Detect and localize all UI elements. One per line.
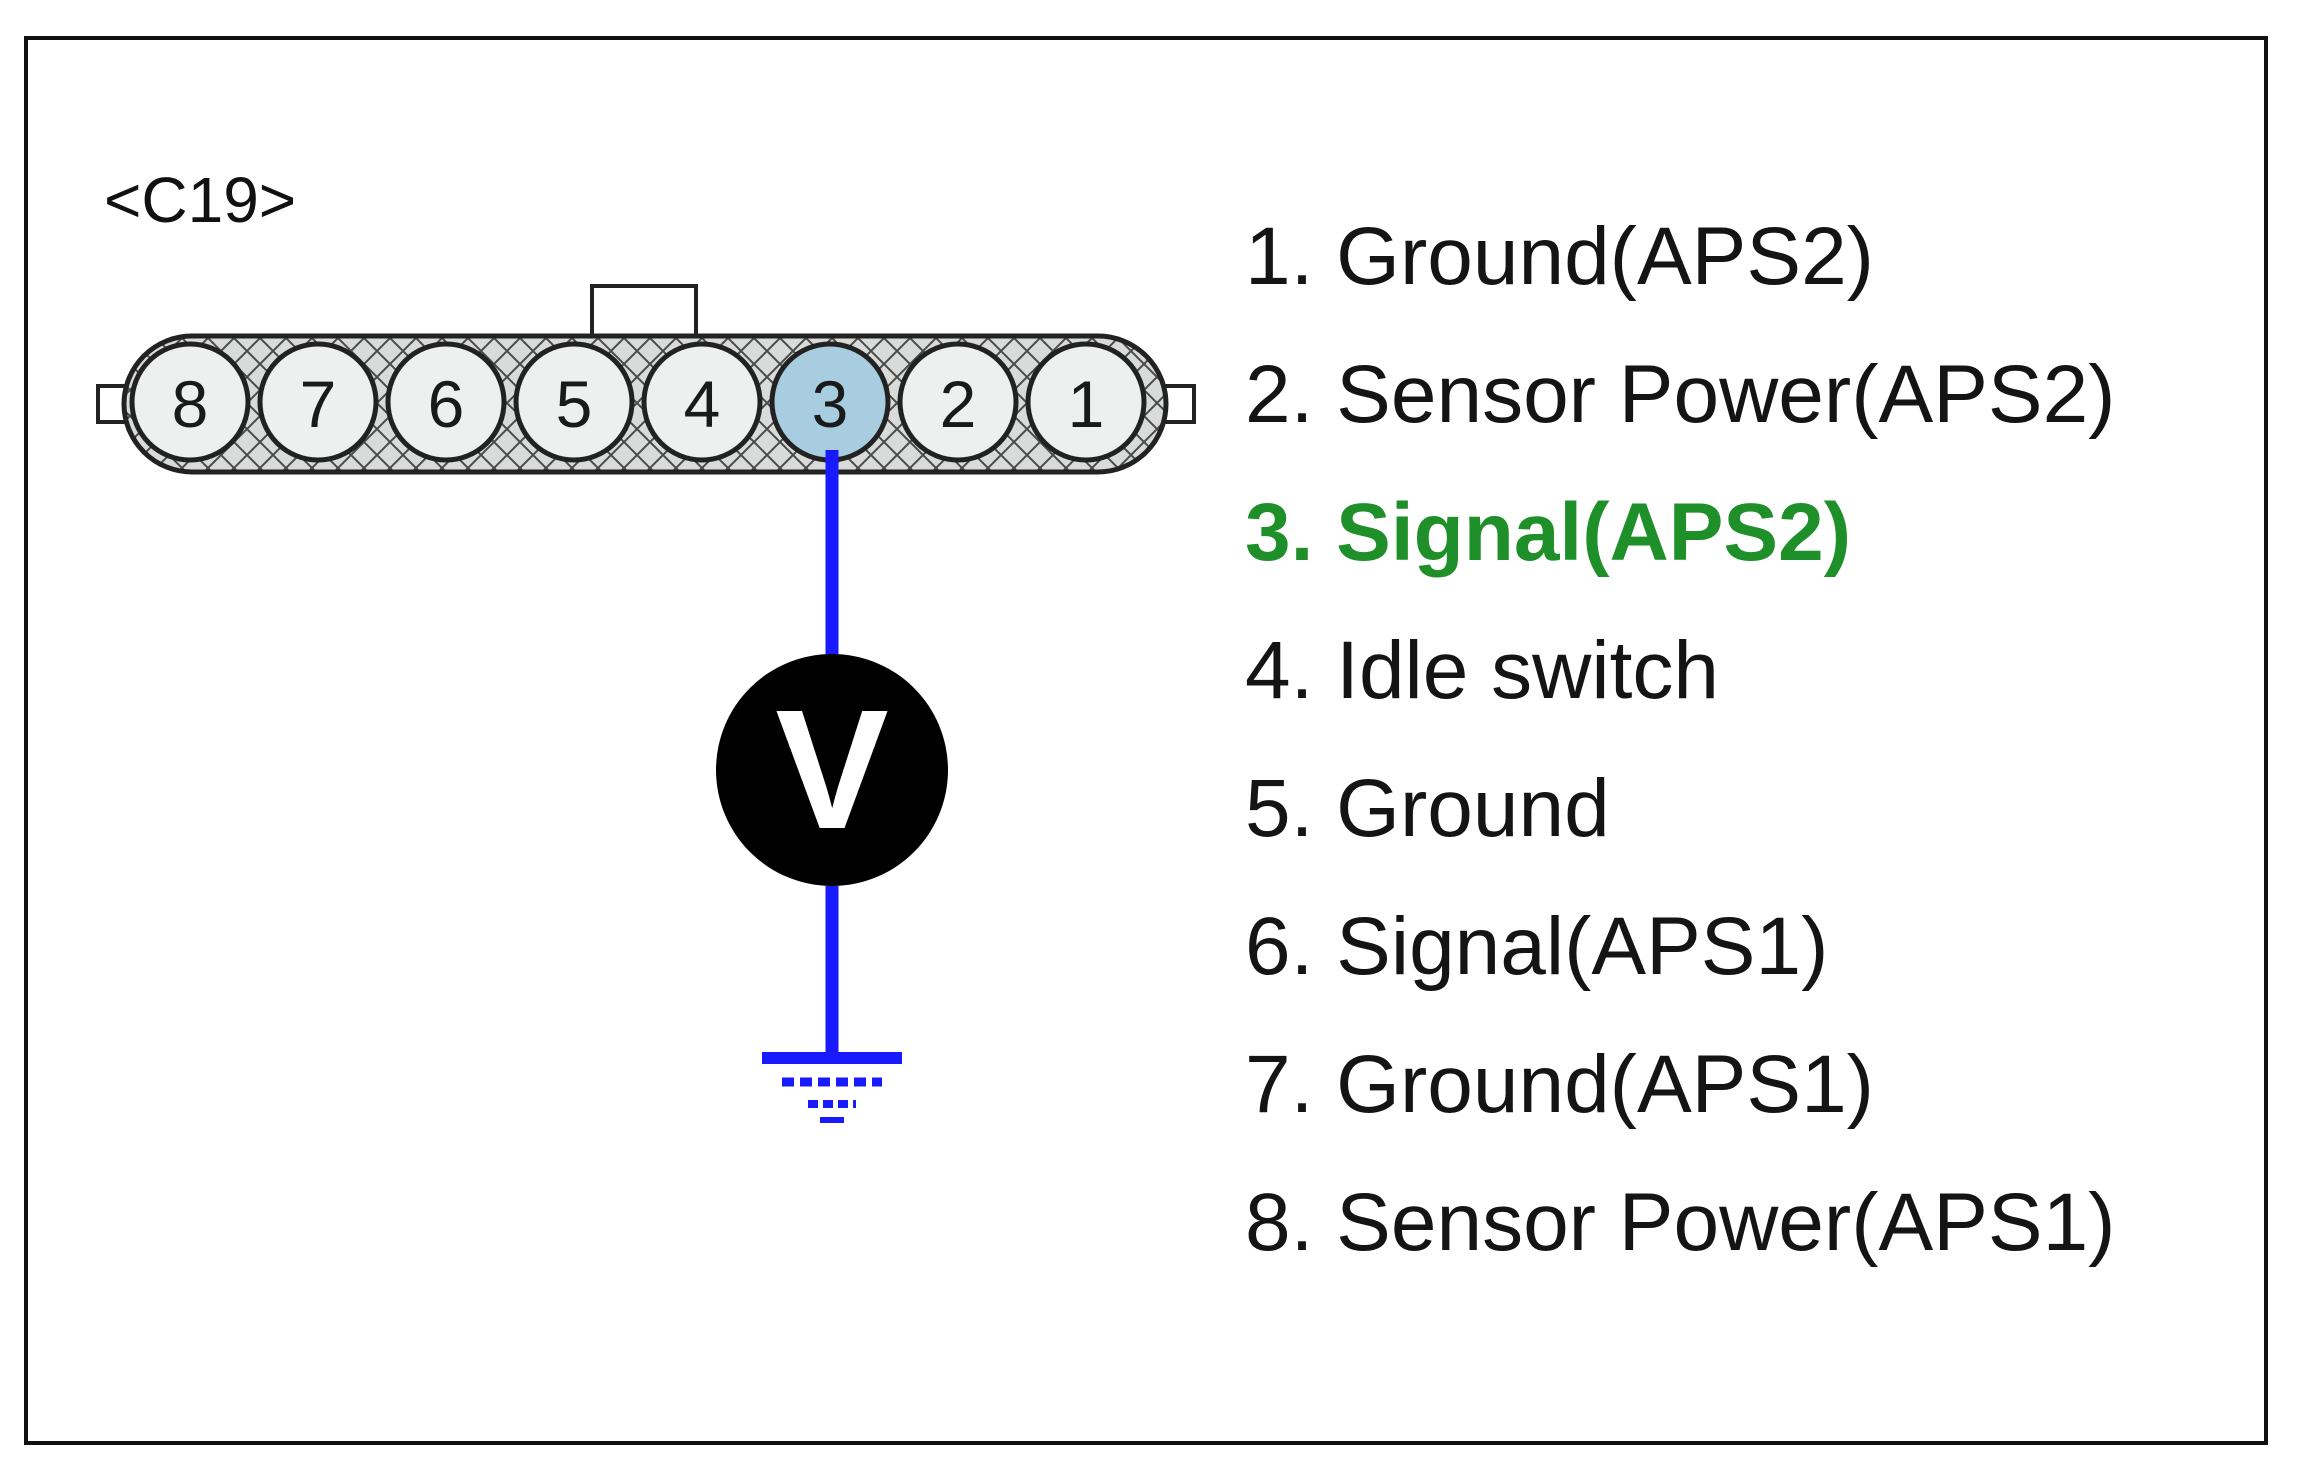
connector-pin-number: 7 (300, 367, 337, 441)
connector-pin-number: 2 (940, 367, 977, 441)
connector-pin-4: 4 (641, 341, 763, 463)
pin-legend: 1. Ground(APS2) 2. Sensor Power(APS2) 3. S… (1245, 188, 2116, 1292)
connector-latch (590, 284, 698, 338)
pin-legend-item: 8. Sensor Power(APS1) (1245, 1177, 2116, 1268)
connector-pin-number: 1 (1068, 367, 1105, 441)
pin-legend-item: 5. Ground (1245, 763, 1610, 854)
connector-pin-number: 5 (556, 367, 593, 441)
diagram-frame (24, 36, 2268, 1445)
connector-pin-1: 1 (1025, 341, 1147, 463)
pin-legend-item: 7. Ground(APS1) (1245, 1039, 1874, 1130)
voltmeter-icon: V (716, 654, 948, 886)
pin-legend-item: 4. Idle switch (1245, 625, 1719, 716)
connector-pin-number: 8 (172, 367, 209, 441)
ground-icon (762, 1052, 902, 1123)
connector-pin-8: 8 (129, 341, 251, 463)
connector-pin-number: 4 (684, 367, 721, 441)
connector-pin-5: 5 (513, 341, 635, 463)
connector-pin-2: 2 (897, 341, 1019, 463)
connector-label: <C19> (104, 164, 297, 236)
pin-legend-item: 6. Signal(APS1) (1245, 901, 1829, 992)
connector-pin-7: 7 (257, 341, 379, 463)
connector-pin-3: 3 (769, 341, 891, 463)
connector-pins: 8 7 6 5 4 3 2 1 (129, 341, 1147, 463)
voltmeter-symbol: V (775, 675, 888, 865)
connector-pin-6: 6 (385, 341, 507, 463)
pin-legend-item: 2. Sensor Power(APS2) (1245, 349, 2116, 440)
pin-legend-item: 1. Ground(APS2) (1245, 211, 1874, 302)
connector-pin-number: 3 (812, 367, 849, 441)
pin-legend-item: 3. Signal(APS2) (1245, 487, 1852, 578)
connector-pin-number: 6 (428, 367, 465, 441)
